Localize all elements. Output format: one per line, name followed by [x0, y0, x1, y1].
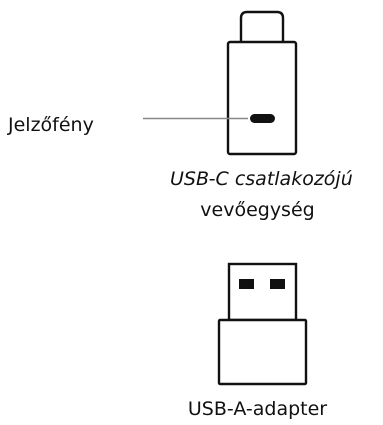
usb-c-connector	[239, 10, 285, 42]
usb-c-receiver-subtitle: vevőegység	[200, 199, 315, 221]
indicator-light-led	[250, 114, 275, 123]
indicator-light-label: Jelzőfény	[8, 114, 94, 136]
usb-a-contact-left	[239, 279, 254, 289]
usb-c-receiver-title: USB-C csatlakozójú	[170, 168, 353, 190]
usb-c-receiver-body	[226, 40, 298, 156]
usb-a-adapter-caption: USB-A-adapter	[187, 398, 328, 420]
usb-a-plug	[227, 262, 298, 322]
usb-a-contact-right	[270, 279, 285, 289]
usb-a-adapter-body	[217, 318, 308, 386]
